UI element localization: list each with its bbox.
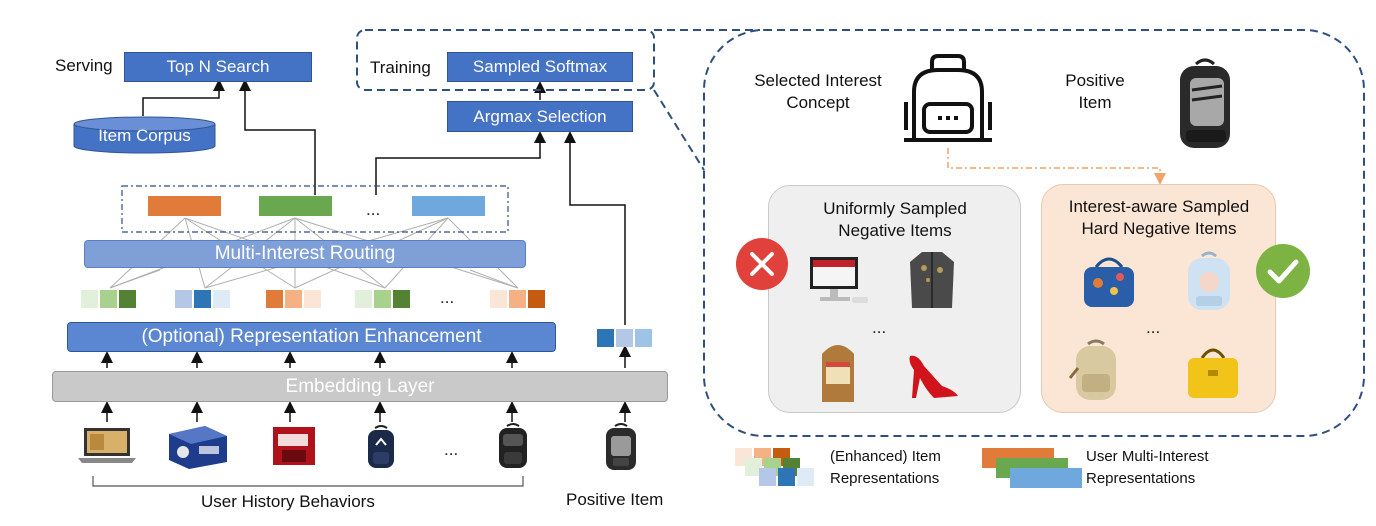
interest-ellipsis: ... [366, 200, 381, 219]
backpack-icon [496, 422, 530, 475]
selected-interest-label: Selected Interest Concept [754, 71, 882, 112]
handbag-icon [1080, 253, 1138, 314]
accept-check-icon [1255, 243, 1311, 304]
user-repr-legend-label: User Multi-Interest Representations [1086, 448, 1209, 487]
hard-negatives-title: Interest-aware Sampled Hard Negative Ite… [1068, 197, 1250, 238]
backpack-icon [1068, 338, 1124, 407]
jello-box-icon [272, 426, 316, 471]
handbag-icon [1184, 340, 1242, 405]
item-repr-legend-label: (Enhanced) Item Representations [830, 448, 941, 487]
positive-item-label: Positive Item [566, 490, 664, 509]
user-history-label: User History Behaviors [201, 492, 375, 511]
uniform-negatives-panel [768, 185, 1021, 413]
interest-vector-green [259, 196, 332, 216]
argmax-selection-box: Argmax Selection [447, 101, 633, 132]
backpack-icon [1182, 250, 1236, 317]
item-repr-ellipsis: ... [440, 288, 455, 307]
backpack-icon [603, 422, 639, 477]
representation-enhancement-bar: (Optional) Representation Enhancement [67, 322, 556, 352]
history-ellipsis: ... [444, 440, 459, 459]
top-n-search-box: Top N Search [124, 52, 312, 82]
uniform-negatives-title: Uniformly Sampled Negative Items [823, 199, 967, 240]
snack-box-icon [165, 424, 231, 475]
user-repr-legend-swatch [982, 448, 1097, 490]
backpack-outline-icon [898, 52, 998, 153]
embedding-layer-bar: Embedding Layer [52, 371, 668, 402]
backpack-icon [1170, 56, 1240, 157]
uniform-ellipsis: ... [872, 318, 887, 337]
laptop-icon [76, 426, 138, 469]
interest-vector-blue [412, 196, 485, 216]
item-corpus-label: Item Corpus [98, 126, 191, 145]
item-corpus-cylinder: Item Corpus [73, 116, 216, 154]
reject-x-icon [735, 237, 789, 296]
serving-label: Serving [55, 56, 113, 75]
jacket-icon [908, 250, 956, 315]
backpack-icon [365, 424, 397, 475]
multi-interest-routing-bar: Multi-Interest Routing [84, 240, 526, 268]
high-heel-icon [904, 352, 960, 407]
hard-ellipsis: ... [1146, 318, 1161, 337]
interest-vector-orange [148, 196, 221, 216]
positive-item-right-label: Positive Item [1065, 71, 1125, 112]
computer-icon [806, 255, 870, 312]
sampled-softmax-box: Sampled Softmax [447, 52, 633, 82]
training-label: Training [370, 58, 431, 77]
bread-icon [818, 340, 858, 409]
